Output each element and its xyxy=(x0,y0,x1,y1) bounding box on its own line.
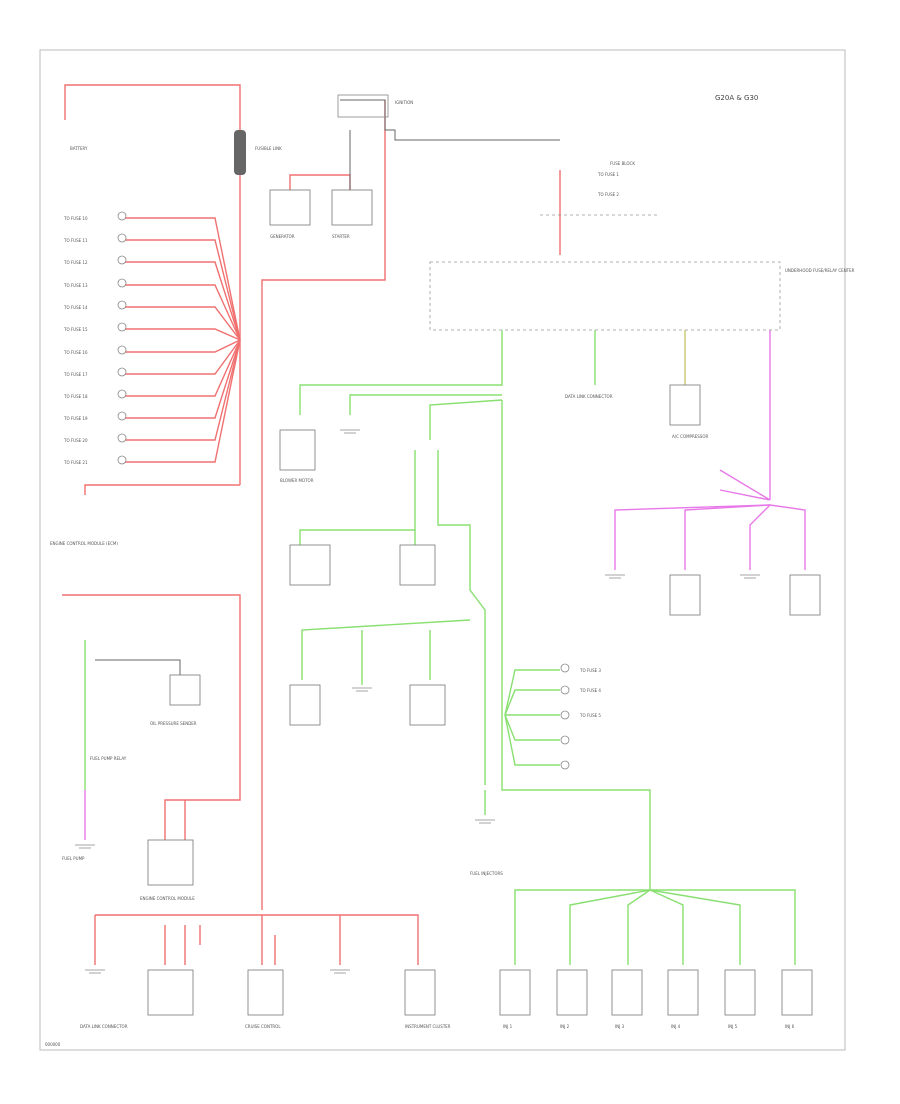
starter-label: STARTER xyxy=(332,234,350,239)
green-wire-ecm-relay xyxy=(299,450,416,545)
cluster-label: INSTRUMENT CLUSTER xyxy=(405,1024,451,1029)
black-wire-ignition xyxy=(340,99,560,141)
left-fuse-label: TO FUSE 16 xyxy=(63,350,88,355)
diagram-border xyxy=(39,49,846,1051)
right-fuse-label-3: TO FUSE 3 xyxy=(579,668,601,673)
dlc-label: DATA LINK CONNECTOR xyxy=(80,1024,128,1029)
left-fuse-list: TO FUSE 10 TO FUSE 11 TO FUSE 12 TO FUSE… xyxy=(63,216,88,465)
green-injector-fan xyxy=(514,889,796,965)
left-fuse-label: TO FUSE 10 xyxy=(63,216,88,221)
injector-label: INJ 1 xyxy=(503,1024,513,1029)
red-wire-fuse-bottom xyxy=(84,484,240,495)
ignition-label: IGNITION xyxy=(395,100,413,105)
right-fuse-label-5: TO FUSE 5 xyxy=(579,713,601,718)
injector-label: INJ 3 xyxy=(615,1024,625,1029)
ground-symbols xyxy=(75,429,760,974)
green-wire-top-left xyxy=(299,330,503,415)
red-fuse-fan xyxy=(125,217,241,463)
red-wire-top xyxy=(64,84,241,95)
junction-block-label: UNDERHOOD FUSE/RELAY CENTER xyxy=(785,268,855,273)
left-fuse-terminals xyxy=(117,211,127,465)
ecm-label: ENGINE CONTROL MODULE (ECM) xyxy=(50,541,118,546)
green-wire-bus-2 xyxy=(349,394,502,415)
right-fan-terminals xyxy=(560,663,570,770)
component-boxes xyxy=(147,189,821,1016)
left-fuse-label: TO FUSE 13 xyxy=(63,283,88,288)
injectors-label: FUEL INJECTORS xyxy=(470,871,503,876)
oil-sender-label: OIL PRESSURE SENDER xyxy=(150,721,197,726)
red-wire-fuel-relay xyxy=(62,594,241,840)
red-wire-bottom-bus xyxy=(95,914,419,965)
black-wire-oil-sender xyxy=(95,659,181,675)
ignition-switch-box xyxy=(337,94,389,118)
fusible-link-label: FUSIBLE LINK xyxy=(255,146,282,151)
injector-label: INJ 5 xyxy=(728,1024,738,1029)
fuel-pump-label: FUEL PUMP xyxy=(62,856,85,861)
junction-block xyxy=(429,261,781,331)
right-fuse-label-1: TO FUSE 1 xyxy=(597,172,619,177)
magenta-fan xyxy=(614,469,806,570)
left-fuse-label: TO FUSE 14 xyxy=(63,305,88,310)
cruise-label: CRUISE CONTROL xyxy=(245,1024,281,1029)
left-fuse-label: TO FUSE 12 xyxy=(63,260,88,265)
fuel-relay-label: FUEL PUMP RELAY xyxy=(90,756,127,761)
left-fuse-label: TO FUSE 18 xyxy=(63,394,88,399)
green-wire-mid-left xyxy=(301,619,471,680)
right-fuse-label-4: TO FUSE 4 xyxy=(579,688,601,693)
left-fuse-label: TO FUSE 20 xyxy=(63,438,88,443)
injector-label: INJ 6 xyxy=(785,1024,795,1029)
diagram-header: G20A & G30 xyxy=(715,94,758,102)
footer-code: 000000 xyxy=(45,1042,61,1047)
green-right-fan xyxy=(504,669,560,766)
battery-label: BATTERY xyxy=(70,146,88,151)
data-link-label: DATA LINK CONNECTOR xyxy=(565,394,613,399)
ecm-bottom-label: ENGINE CONTROL MODULE xyxy=(140,896,195,901)
red-wire-cruise xyxy=(261,915,276,965)
left-fuse-label: TO FUSE 15 xyxy=(63,327,88,332)
blower-motor-label: BLOWER MOTOR xyxy=(280,478,314,483)
injector-labels: INJ 1 INJ 2 INJ 3 INJ 4 INJ 5 INJ 6 xyxy=(503,1024,795,1029)
green-wire-mid-drops xyxy=(361,630,431,685)
left-fuse-label: TO FUSE 19 xyxy=(63,416,88,421)
injector-label: INJ 2 xyxy=(560,1024,570,1029)
green-wire-center xyxy=(437,450,486,785)
left-fuse-label: TO FUSE 11 xyxy=(63,238,88,243)
injector-label: INJ 4 xyxy=(671,1024,681,1029)
ac-compressor-label: A/C COMPRESSOR xyxy=(672,434,708,439)
right-fuse-label-2: TO FUSE 2 xyxy=(597,192,619,197)
left-fuse-label: TO FUSE 17 xyxy=(63,372,88,377)
green-wire-right-trunk xyxy=(501,400,651,890)
generator-label: GENERATOR xyxy=(270,234,295,239)
green-wire-bus-3 xyxy=(429,399,503,440)
red-wire-main-trunk xyxy=(261,100,386,910)
red-wire-ecm-bottom xyxy=(164,925,201,965)
fuse-block-label: FUSE BLOCK xyxy=(610,161,635,166)
left-fuse-label: TO FUSE 21 xyxy=(63,460,88,465)
fusible-link xyxy=(234,130,246,175)
red-wire-gen-starter xyxy=(289,174,351,190)
